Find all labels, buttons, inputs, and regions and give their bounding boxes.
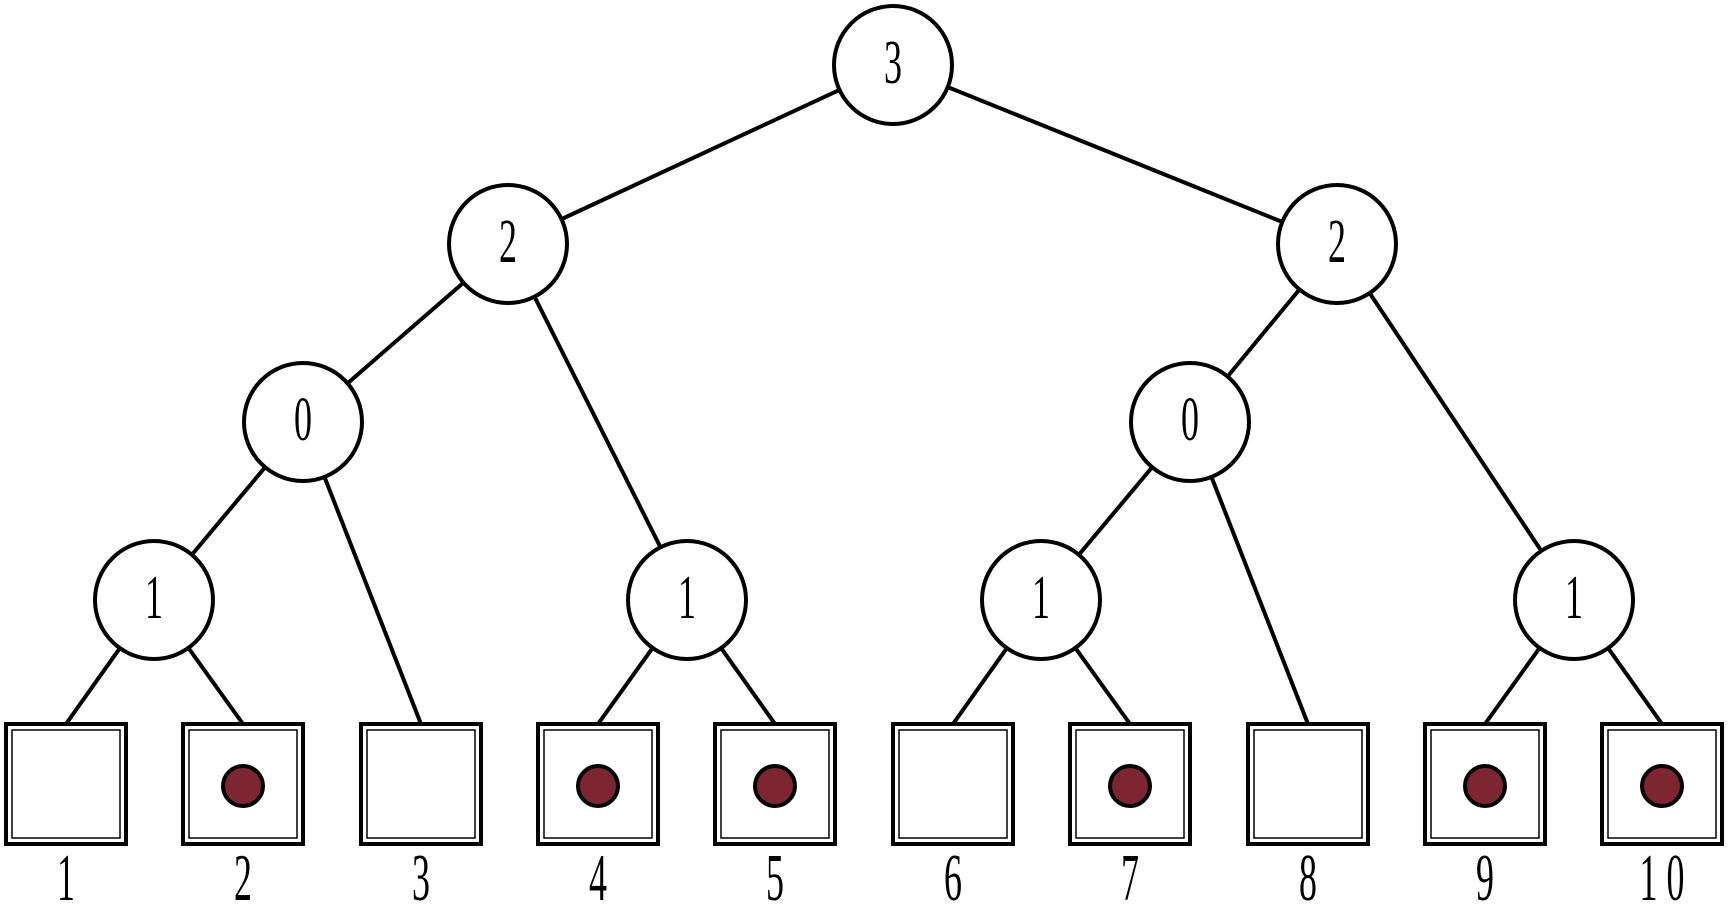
node-circle — [242, 361, 364, 483]
leaf-box — [891, 722, 1015, 846]
leaf-index-label: 9 — [1476, 840, 1494, 910]
node-circle — [832, 4, 954, 126]
leaf-box-inner-border — [188, 729, 298, 839]
tree-edge — [1335, 242, 1576, 602]
leaf-box-inner-border — [1430, 729, 1540, 839]
leaf-index-label: 4 — [589, 840, 607, 910]
tree-node-l2-right: 0 — [1129, 361, 1251, 483]
leaf-3: 3 — [359, 722, 483, 910]
leaf-4: 4 — [536, 722, 660, 910]
tree-nodes: 3 2 2 0 0 1 1 1 1 — [93, 4, 1635, 661]
leaf-box — [359, 722, 483, 846]
leaf-box-inner-border — [1075, 729, 1185, 839]
tree-node-l1-right: 2 — [1276, 183, 1398, 305]
leaf-box-inner-border — [720, 729, 830, 839]
tree-node-l2-left: 0 — [242, 361, 364, 483]
node-circle — [1276, 183, 1398, 305]
leaf-1: 1 — [4, 722, 128, 910]
tree-edge — [892, 63, 1338, 246]
marker-dot — [1108, 764, 1152, 808]
leaf-index-label: 2 — [234, 840, 252, 910]
leaf-index-label: 5 — [766, 840, 784, 910]
tree-edge — [507, 63, 894, 246]
tree-edge — [506, 243, 689, 601]
node-circle — [1513, 539, 1635, 661]
node-circle — [447, 183, 569, 305]
tree-node-root: 3 — [832, 4, 954, 126]
tree-leaves: 1 2 3 4 5 6 7 8 9 1 0 — [4, 722, 1724, 910]
leaf-7: 7 — [1068, 722, 1192, 910]
leaf-index-label: 7 — [1121, 840, 1139, 910]
tree-node-l1-left: 2 — [447, 183, 569, 305]
leaf-index-label: 1 — [57, 840, 75, 910]
marker-dot — [576, 764, 620, 808]
marker-dot — [1463, 764, 1507, 808]
leaf-box-inner-border — [1253, 729, 1363, 839]
leaf-index-label: 8 — [1299, 840, 1317, 910]
marker-dot — [753, 764, 797, 808]
tree-node-l3-c: 1 — [980, 539, 1102, 661]
marker-dot — [221, 764, 265, 808]
leaf-index-label: 3 — [412, 840, 430, 910]
leaf-9: 9 — [1423, 722, 1547, 910]
leaf-8: 8 — [1246, 722, 1370, 910]
leaf-box-inner-border — [366, 729, 476, 839]
leaf-2: 2 — [181, 722, 305, 910]
node-value: 1 — [1032, 564, 1050, 633]
tree-node-l3-b: 1 — [626, 539, 748, 661]
node-value: 1 — [145, 564, 163, 633]
node-value: 1 — [678, 564, 696, 633]
leaf-box-inner-border — [11, 729, 121, 839]
node-value: 0 — [294, 386, 312, 455]
node-value: 2 — [1328, 208, 1346, 277]
node-circle — [93, 539, 215, 661]
leaf-box — [4, 722, 128, 846]
node-value: 0 — [1181, 386, 1199, 455]
leaf-6: 6 — [891, 722, 1015, 910]
node-value: 1 — [1565, 564, 1583, 633]
leaf-index-label: 1 0 — [1640, 840, 1685, 910]
node-circle — [1129, 361, 1251, 483]
node-value: 2 — [499, 208, 517, 277]
tree-node-l3-d: 1 — [1513, 539, 1635, 661]
node-circle — [626, 539, 748, 661]
leaf-box-inner-border — [898, 729, 1008, 839]
leaf-box-inner-border — [543, 729, 653, 839]
leaf-box — [1246, 722, 1370, 846]
leaf-box — [1068, 722, 1192, 846]
leaf-index-label: 6 — [944, 840, 962, 910]
tree-node-l3-a: 1 — [93, 539, 215, 661]
leaf-10: 1 0 — [1600, 722, 1724, 910]
leaf-box-inner-border — [1607, 729, 1717, 839]
node-value: 3 — [884, 29, 902, 98]
marker-dot — [1640, 764, 1684, 808]
node-circle — [980, 539, 1102, 661]
leaf-5: 5 — [713, 722, 837, 910]
